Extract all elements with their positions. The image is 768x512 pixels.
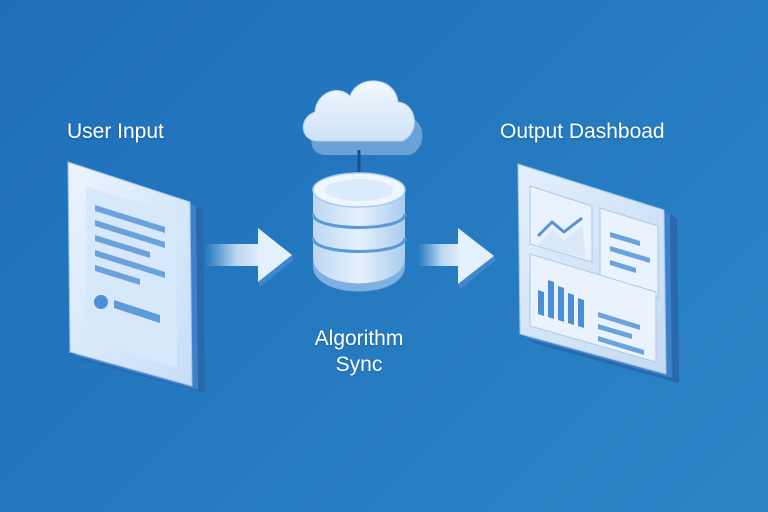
node-label-algorithm-sync: Algorithm Sync bbox=[250, 326, 468, 379]
text-lines-icon bbox=[610, 232, 650, 273]
bar-chart-icon bbox=[538, 280, 584, 328]
node-label-user-input: User Input bbox=[67, 120, 164, 143]
node-label-line: Sync bbox=[335, 353, 383, 377]
dashboard-icon bbox=[517, 163, 679, 383]
node-label-output-dashboard: Output Dashboad bbox=[500, 120, 665, 143]
database-icon bbox=[311, 172, 407, 292]
node-label-line: Algorithm bbox=[314, 327, 404, 350]
arrow-right-icon bbox=[418, 228, 496, 289]
line-chart-icon bbox=[536, 216, 583, 238]
document-icon bbox=[67, 161, 205, 393]
arrow-right-icon bbox=[205, 228, 294, 287]
cloud-icon bbox=[302, 80, 423, 155]
